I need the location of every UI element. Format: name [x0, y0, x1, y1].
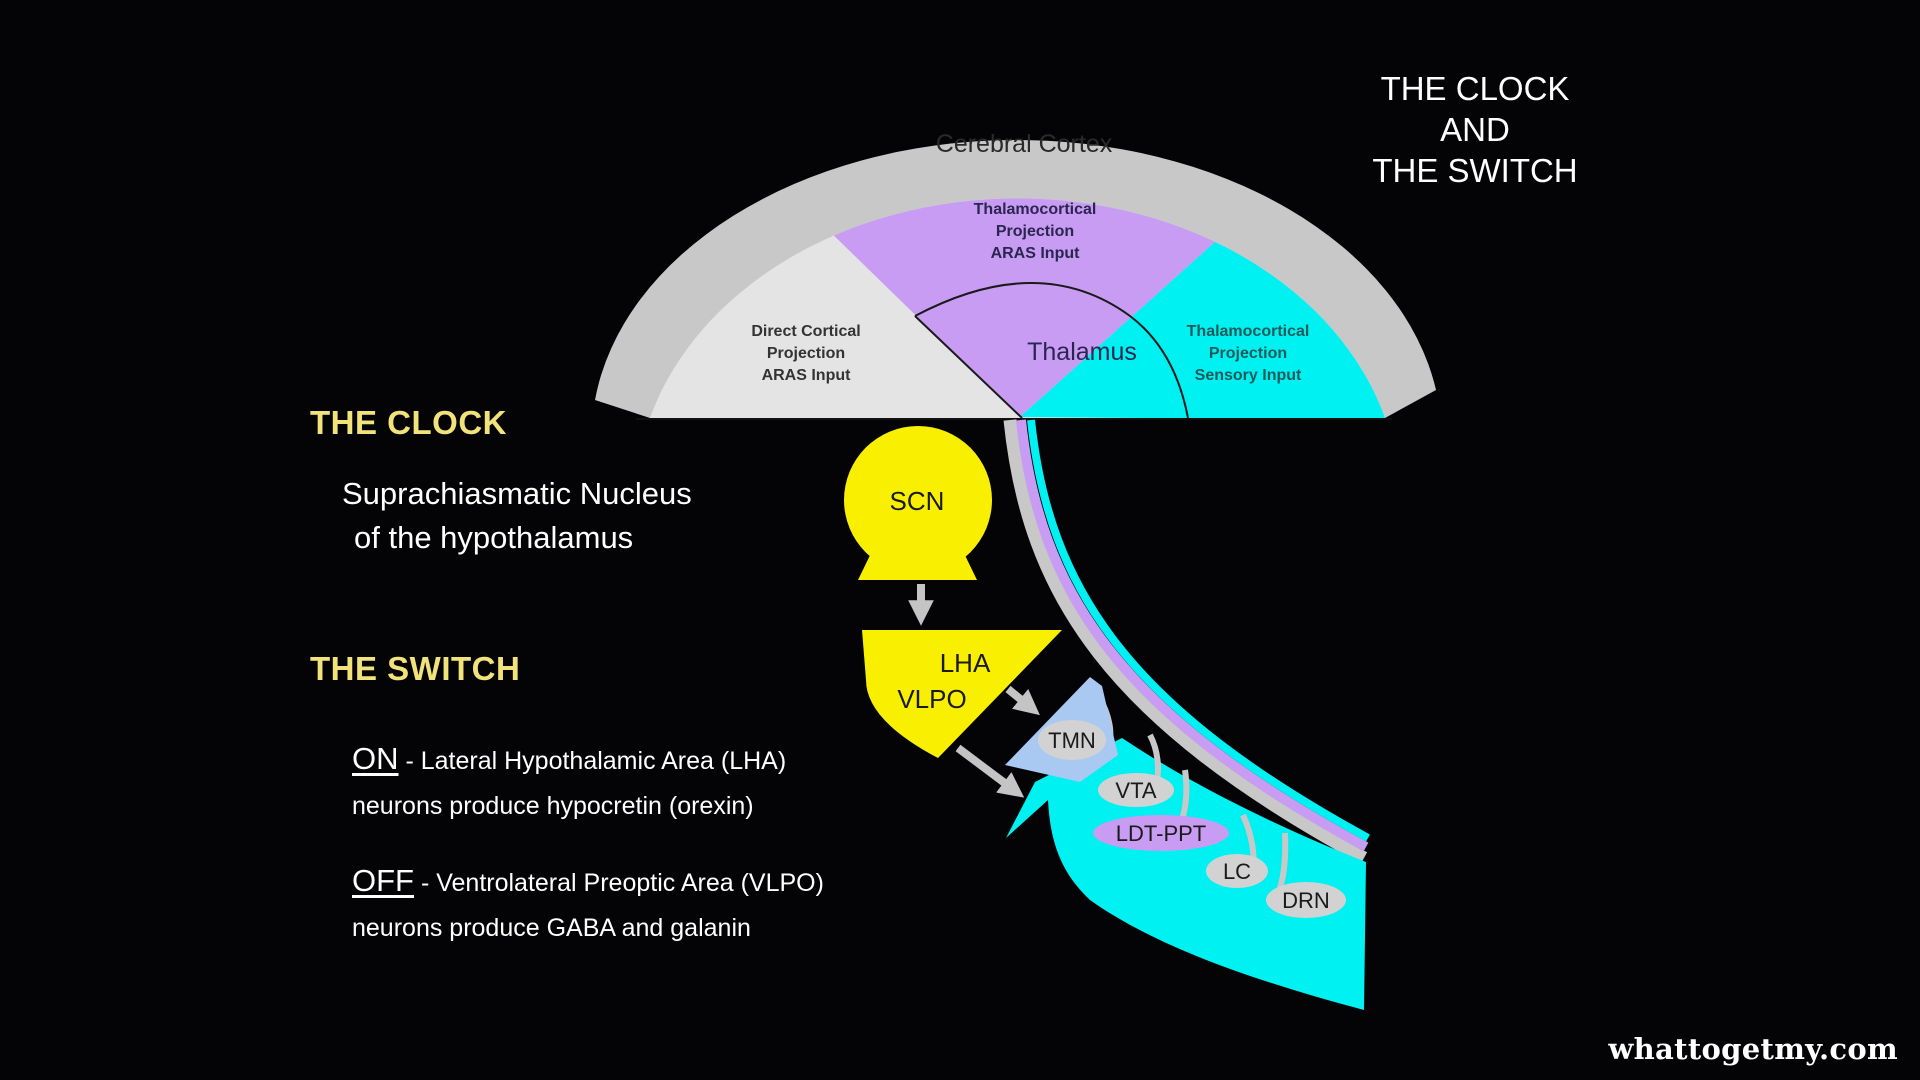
brainstem-pathway-cyan: [1027, 419, 1370, 842]
brainstem-pathway-purple: [1016, 419, 1369, 852]
brainstem-pathway-gray: [1003, 419, 1368, 864]
main-title-line2: AND: [1440, 111, 1510, 148]
on-line2: neurons produce hypocretin (orexin): [352, 792, 754, 820]
off-description: OFF - Ventrolateral Preoptic Area (VLPO)…: [352, 858, 824, 951]
drn-node: DRN: [1266, 882, 1346, 918]
lha-to-tmn-arrow: [1005, 685, 1040, 716]
watermark: whattogetmy.com: [1608, 1032, 1898, 1066]
ldt-ppt-node: LDT-PPT: [1093, 815, 1229, 851]
scn-node: SCN: [844, 426, 992, 580]
tc-aras-label: Thalamocortical Projection ARAS Input: [974, 201, 1097, 262]
vta-label: VTA: [1115, 778, 1156, 803]
direct-line3: ARAS Input: [762, 367, 852, 384]
tc-aras-line1: Thalamocortical: [974, 201, 1097, 218]
scn-desc-line2: of the hypothalamus: [354, 520, 634, 555]
thalamus-label: Thalamus: [1027, 338, 1137, 366]
vlpo-to-brainstem-arrow: [955, 744, 1025, 798]
tc-sensory-line1: Thalamocortical: [1187, 323, 1310, 340]
main-title: THE CLOCK AND THE SWITCH: [1340, 68, 1610, 191]
lc-label: LC: [1223, 859, 1251, 884]
main-title-line1: THE CLOCK: [1380, 70, 1570, 107]
on-line1: - Lateral Hypothalamic Area (LHA): [405, 747, 787, 775]
scn-description: Suprachiasmatic Nucleus of the hypothala…: [342, 472, 692, 560]
lc-node: LC: [1206, 854, 1268, 888]
lha-label: LHA: [940, 648, 991, 678]
cerebral-cortex-label: Cerebral Cortex: [936, 130, 1113, 158]
brainstem-body: [1006, 738, 1366, 1010]
off-line2: neurons produce GABA and galanin: [352, 914, 751, 942]
lha-vlpo-node: LHA VLPO: [862, 630, 1062, 758]
off-key: OFF: [352, 863, 414, 898]
thalamus-outline: [914, 282, 1189, 419]
on-description: ON - Lateral Hypothalamic Area (LHA) neu…: [352, 736, 786, 829]
thalamus-divider: [914, 315, 1023, 419]
main-title-line3: THE SWITCH: [1372, 152, 1578, 189]
tc-aras-line3: ARAS Input: [991, 245, 1081, 262]
scn-desc-line1: Suprachiasmatic Nucleus: [342, 476, 692, 511]
off-line1: - Ventrolateral Preoptic Area (VLPO): [420, 869, 824, 897]
tmn-label: TMN: [1048, 728, 1096, 753]
tc-sensory-line2: Projection: [1209, 345, 1287, 362]
switch-heading: THE SWITCH: [310, 650, 521, 687]
direct-cortical-label: Direct Cortical Projection ARAS Input: [751, 323, 860, 384]
scn-label: SCN: [890, 486, 945, 516]
direct-line1: Direct Cortical: [751, 323, 860, 340]
tc-sensory-label: Thalamocortical Projection Sensory Input: [1187, 323, 1310, 384]
on-key: ON: [352, 741, 399, 776]
ldt-ppt-label: LDT-PPT: [1116, 821, 1206, 846]
vta-node: VTA: [1098, 773, 1174, 807]
direct-line2: Projection: [767, 345, 845, 362]
tmn-node: TMN: [1005, 677, 1118, 782]
clock-heading: THE CLOCK: [310, 404, 507, 441]
drn-label: DRN: [1282, 888, 1330, 913]
tc-aras-line2: Projection: [996, 223, 1074, 240]
vlpo-label: VLPO: [897, 684, 966, 714]
tc-sensory-line3: Sensory Input: [1195, 367, 1302, 384]
